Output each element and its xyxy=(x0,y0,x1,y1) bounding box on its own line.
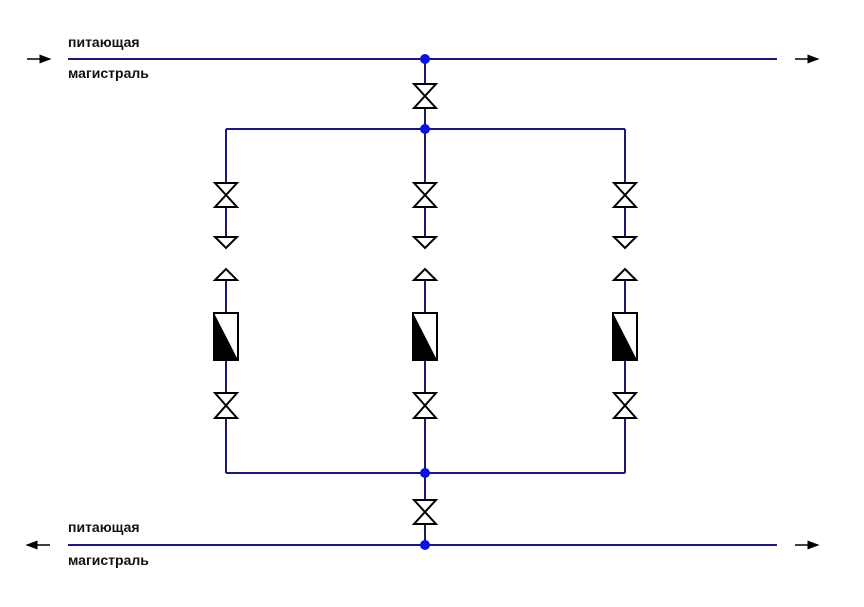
gate-valve-icon xyxy=(611,182,639,208)
top-label-line1: питающая xyxy=(68,34,140,50)
flow-inlet-icon xyxy=(411,267,439,281)
branch-left xyxy=(212,129,240,473)
junction-node xyxy=(420,124,430,134)
gate-valve-icon xyxy=(411,83,439,109)
junction-node xyxy=(420,54,430,64)
flow-inlet-icon xyxy=(611,267,639,281)
device-fill xyxy=(214,313,238,360)
device-fill xyxy=(413,313,437,360)
flow-outlet-icon xyxy=(611,236,639,250)
heater-device-icon xyxy=(213,312,239,361)
flow-outlet-icon xyxy=(411,236,439,250)
junction-node xyxy=(420,540,430,550)
flow-outlet-icon xyxy=(212,236,240,250)
gate-valve-icon xyxy=(411,392,439,419)
junction-node xyxy=(420,468,430,478)
gate-valve-icon xyxy=(411,499,439,525)
flow-inlet-icon xyxy=(212,267,240,281)
heater-device-icon xyxy=(612,312,638,361)
top-label-line2: магистраль xyxy=(68,65,149,81)
gate-valve-icon xyxy=(212,392,240,419)
device-fill xyxy=(613,313,637,360)
gate-valve-icon xyxy=(411,182,439,208)
bottom-label-line1: питающая xyxy=(68,519,140,535)
heater-device-icon xyxy=(412,312,438,361)
gate-valve-icon xyxy=(611,392,639,419)
gate-valve-icon xyxy=(212,182,240,208)
branch-right xyxy=(611,129,639,473)
branch-center xyxy=(411,129,439,473)
bottom-label-line2: магистраль xyxy=(68,552,149,568)
